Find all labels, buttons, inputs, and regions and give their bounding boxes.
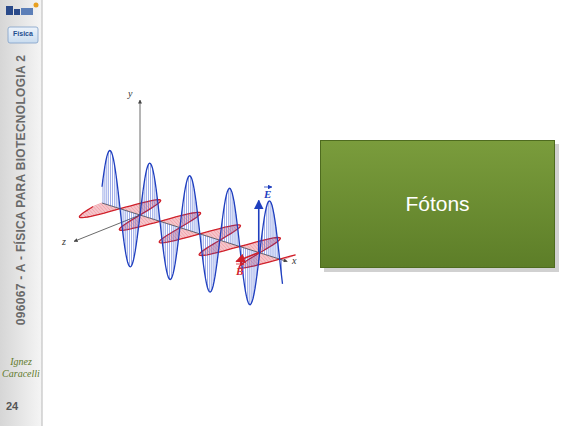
electric-vector xyxy=(258,201,260,253)
electric-field-hatch xyxy=(127,211,128,262)
electric-field-hatch xyxy=(133,213,134,261)
electric-field-hatch xyxy=(186,182,187,230)
electric-field-hatch xyxy=(268,202,269,256)
electric-field-hatch xyxy=(245,248,246,291)
magnetic-field-wave xyxy=(79,200,295,268)
electric-field-hatch xyxy=(209,237,210,292)
title-box: Fótons xyxy=(320,140,555,268)
course-title: 096067 - A - FÍSICA PARA BIOTECNOLOGIA 2 xyxy=(14,55,28,325)
vector-overarrow xyxy=(264,187,272,188)
electric-field-hatch xyxy=(270,201,271,256)
electric-field-hatch xyxy=(249,250,250,305)
electric-field-hatch xyxy=(125,211,126,254)
university-logo xyxy=(6,3,39,16)
electric-field-hatch xyxy=(273,214,274,257)
electric-field-hatch xyxy=(150,163,151,218)
electric-field-hatch xyxy=(171,225,172,279)
z-axis xyxy=(74,215,140,241)
electric-field-hatch xyxy=(205,236,206,279)
electric-field-hatch xyxy=(253,251,254,299)
electric-field-hatch xyxy=(152,168,153,219)
electric-field-hatch xyxy=(230,189,231,244)
slide-number: 24 xyxy=(6,400,18,412)
electric-field-hatch xyxy=(154,176,155,219)
electric-field-hatch xyxy=(226,195,227,243)
electric-field-hatch xyxy=(190,176,191,231)
vector-label: E xyxy=(264,188,271,200)
electric-field-hatch xyxy=(106,157,107,205)
electric-field-wave xyxy=(102,151,283,305)
electric-field-hatch xyxy=(114,164,115,207)
y-axis xyxy=(140,100,141,215)
slide-title: Fótons xyxy=(405,192,469,216)
electric-field-hatch xyxy=(169,224,170,279)
axis-label: x xyxy=(292,255,296,266)
electric-field-hatch xyxy=(188,177,189,231)
sidebar xyxy=(0,0,42,426)
electric-field-hatch xyxy=(146,169,147,217)
electric-field-hatch xyxy=(232,193,233,244)
electric-field-hatch xyxy=(110,151,111,206)
electric-field-hatch xyxy=(228,189,229,243)
electric-field-hatch xyxy=(194,189,195,232)
sidebar-edge xyxy=(42,0,43,426)
magnetic-vector xyxy=(236,253,259,262)
electric-field-hatch xyxy=(108,151,109,205)
electric-field-hatch xyxy=(131,212,132,266)
electric-field-hatch xyxy=(207,236,208,287)
physics-logo xyxy=(8,27,38,43)
electric-field-hatch xyxy=(129,212,130,267)
electric-field-hatch xyxy=(211,238,212,292)
physics-logo-text: Física xyxy=(10,30,36,37)
axis-label: z xyxy=(62,236,66,247)
vector-overarrow xyxy=(236,264,244,265)
electric-field-hatch xyxy=(272,206,273,257)
axis-label: y xyxy=(128,88,132,99)
electric-field-hatch xyxy=(251,250,252,304)
electric-field-hatch xyxy=(165,223,166,266)
electric-field-hatch xyxy=(173,226,174,274)
vector-label: B xyxy=(236,265,243,277)
electric-field-hatch xyxy=(213,238,214,286)
em-wave-illustration xyxy=(74,100,296,305)
electric-field-hatch xyxy=(167,224,168,275)
electric-field-hatch xyxy=(266,207,267,255)
author-signature: Ignez Caracelli xyxy=(0,356,42,379)
electric-field-hatch xyxy=(148,164,149,218)
electric-field-hatch xyxy=(192,180,193,231)
electric-field-hatch xyxy=(234,202,235,245)
electric-field-hatch xyxy=(112,155,113,206)
